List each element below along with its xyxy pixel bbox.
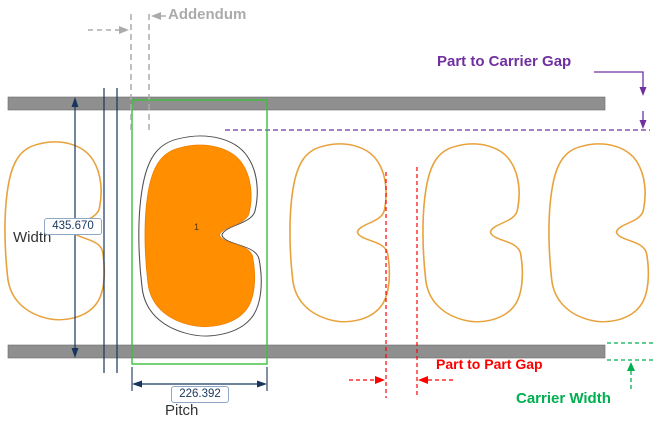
addendum-arrow-right xyxy=(119,26,129,34)
carrier-width-arrow-up xyxy=(627,362,635,371)
pitch-arrow-left xyxy=(132,380,142,388)
part-to-carrier-gap-label: Part to Carrier Gap xyxy=(437,53,572,70)
carrier-bar-bottom xyxy=(7,344,606,359)
pitch-arrow-right xyxy=(257,380,267,388)
part-to-part-gap-label: Part to Part Gap xyxy=(436,356,543,372)
part-gap-arrow-right xyxy=(418,376,428,384)
carrier-bar-top xyxy=(7,96,606,111)
addendum-arrow-left xyxy=(151,12,161,20)
part-outline-2 xyxy=(289,143,391,323)
width-label: Width xyxy=(13,229,52,246)
part-outline-4 xyxy=(548,143,650,323)
carrier-gap-arrow-bottom xyxy=(639,120,647,129)
pitch-boundary-box xyxy=(131,99,268,365)
part-outline-3 xyxy=(422,143,524,323)
pitch-label: Pitch xyxy=(165,402,199,419)
addendum-label: Addendum xyxy=(168,6,247,23)
width-dimension-value[interactable]: 435.670 xyxy=(44,218,102,235)
carrier-gap-arrow-top xyxy=(639,87,647,96)
width-arrow-down xyxy=(71,348,79,358)
pitch-dimension-value[interactable]: 226.392 xyxy=(171,386,229,403)
part-fill xyxy=(144,144,256,328)
width-arrow-up xyxy=(71,97,79,107)
part-number-label: 1 xyxy=(194,222,200,232)
part-gap-arrow-left xyxy=(375,376,385,384)
carrier-gap-leader xyxy=(594,71,644,87)
carrier-width-label: Carrier Width xyxy=(516,390,611,407)
